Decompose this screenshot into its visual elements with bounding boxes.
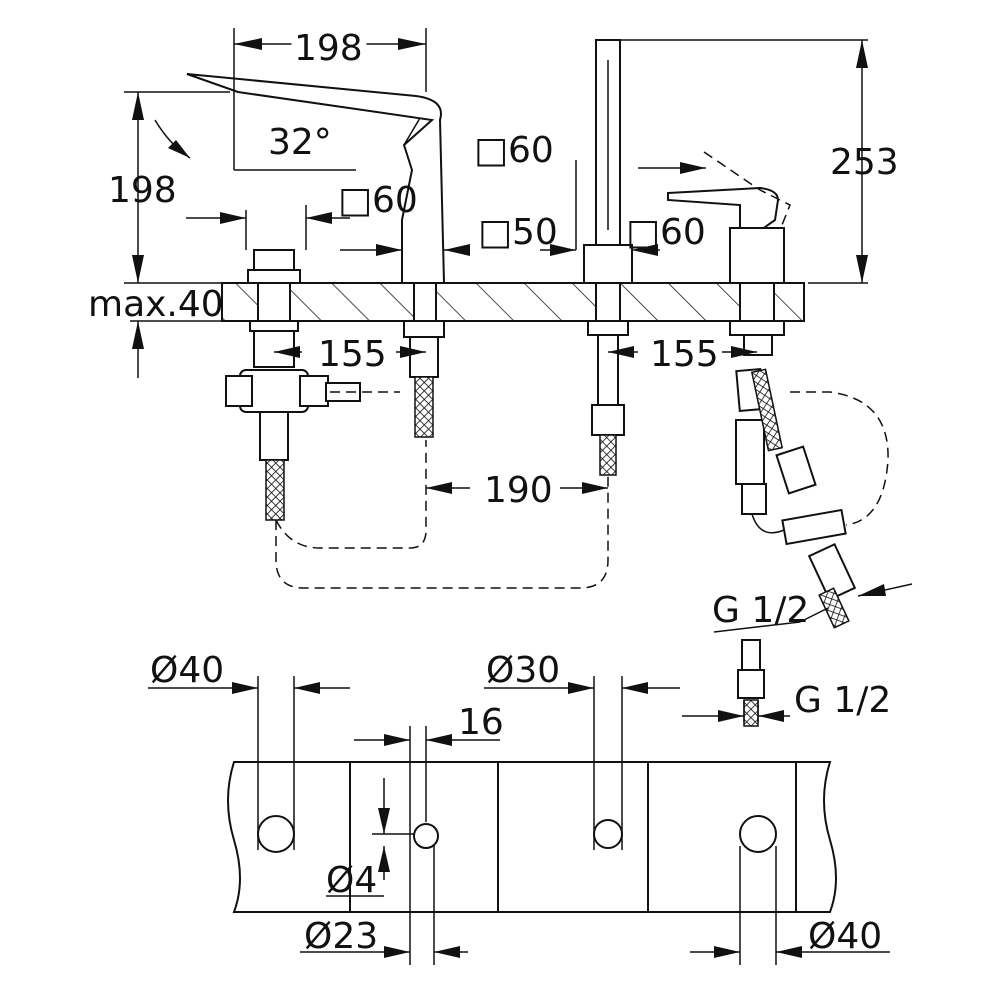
spacing-center-label: 190 — [484, 470, 553, 511]
mixer-valve — [667, 151, 857, 629]
thread-lower-label: G 1/2 — [794, 680, 891, 721]
hole-d40-left-label: Ø40 — [150, 650, 224, 691]
spacing-right-label: 155 — [650, 334, 719, 375]
square-60-left-label: □60 — [338, 180, 418, 221]
max-deck-label: max.40 — [88, 284, 224, 325]
offset-16-label: 16 — [458, 702, 504, 743]
deck-section — [130, 282, 805, 322]
hole-d30-label: Ø30 — [486, 650, 560, 691]
hole-d40-right-label: Ø40 — [808, 916, 882, 957]
bath-spout — [186, 73, 446, 438]
spout-angle-label: 32° — [268, 122, 332, 163]
hole-d23-label: Ø23 — [304, 916, 378, 957]
mounting-plan — [148, 639, 890, 965]
square-50-label: □50 — [478, 212, 558, 253]
dimension-labels: 198 198 32° □60 □60 □50 □60 253 max.40 1… — [88, 23, 899, 957]
square-60-right-label: □60 — [626, 212, 706, 253]
hose-routes — [275, 391, 889, 589]
hole-d4-label: Ø4 — [326, 860, 377, 901]
total-height-label: 253 — [830, 142, 899, 183]
hand-shower — [583, 39, 633, 476]
square-60-center-label: □60 — [474, 130, 554, 171]
spout-height-label: 198 — [108, 170, 177, 211]
spacing-left-label: 155 — [318, 334, 387, 375]
spout-length-label: 198 — [294, 28, 363, 69]
dimension-lines-top — [124, 28, 868, 378]
left-valve — [225, 249, 361, 521]
thread-upper-label: G 1/2 — [712, 590, 809, 631]
dimension-lines-mid — [274, 346, 913, 633]
